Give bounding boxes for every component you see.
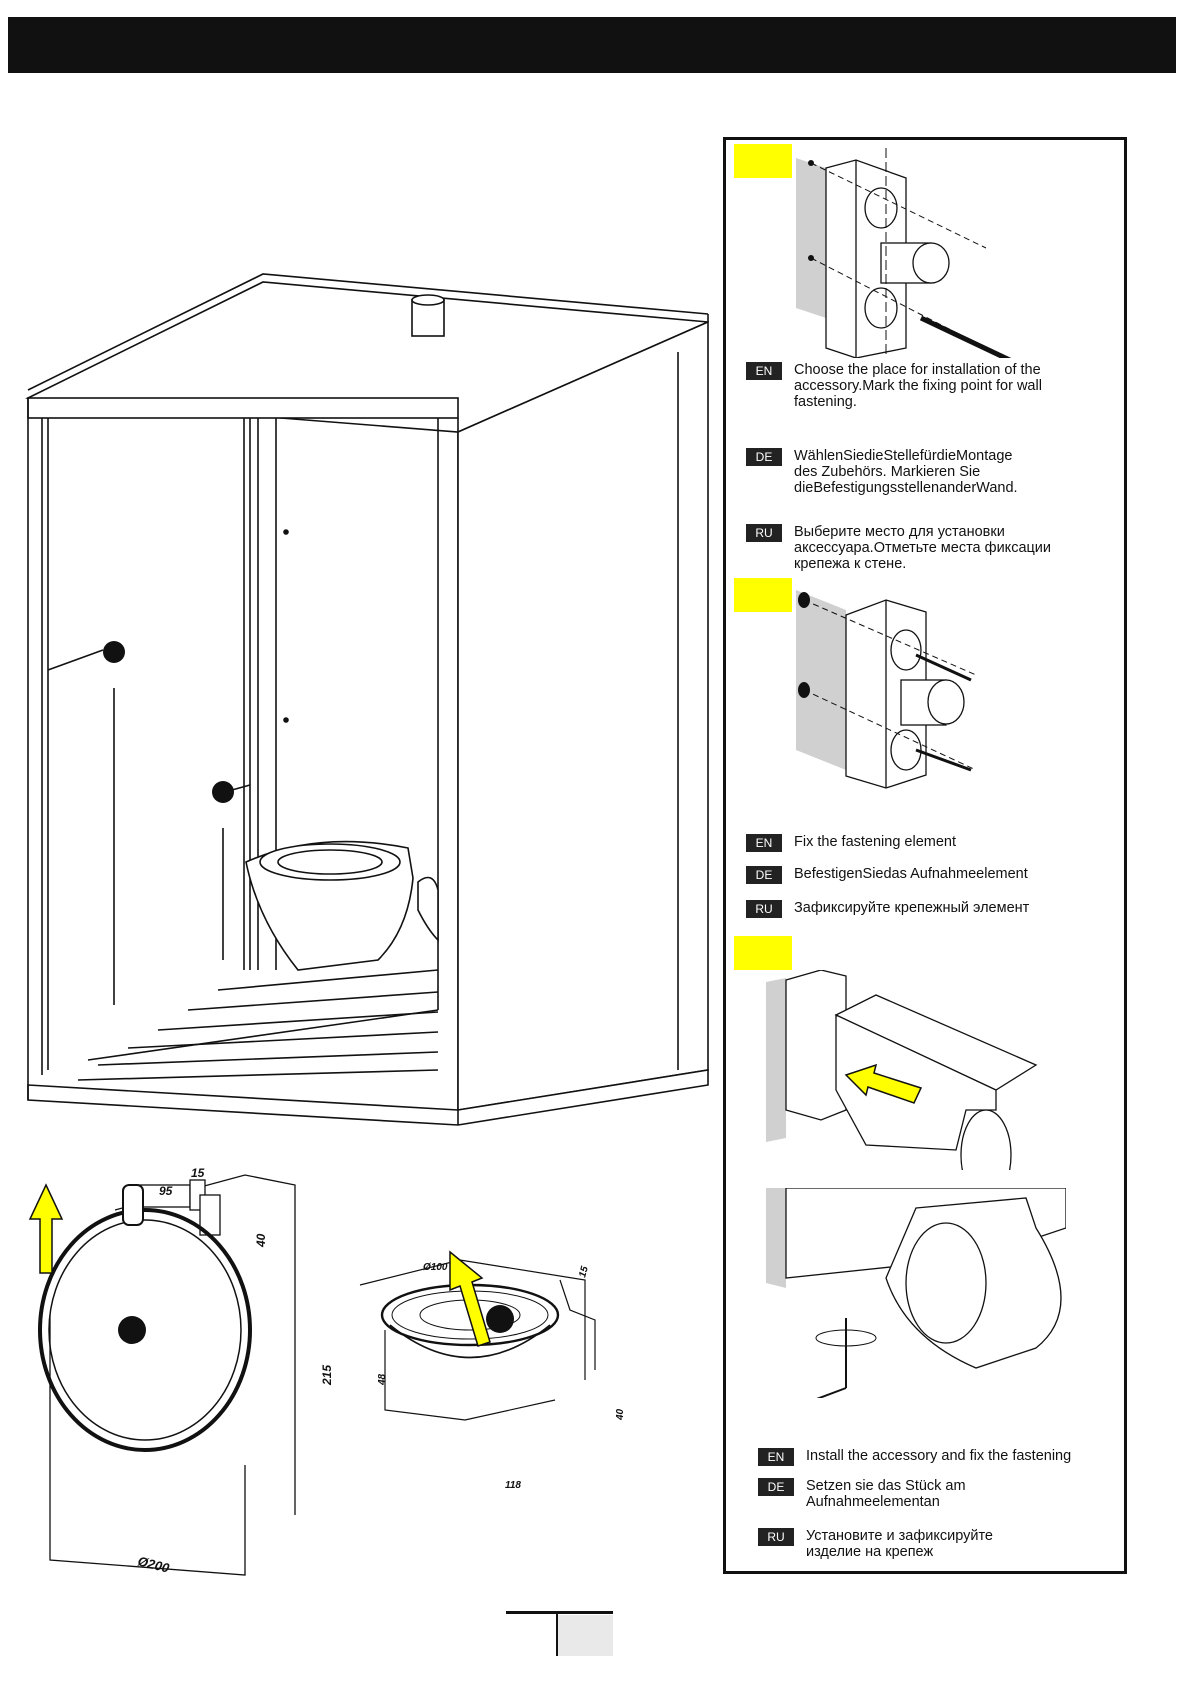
soap-dim-top: 15	[577, 1265, 591, 1279]
step-2-de-text: BefestigenSiedas Aufnahmeelement	[794, 866, 1028, 882]
step-1-de-text: WählenSiedieStellefürdieMontage des Zube…	[794, 448, 1018, 496]
step-2-en: EN Fix the fastening element	[746, 834, 956, 852]
ring-dim-diameter: Ø200	[136, 1553, 171, 1575]
step-1-en: EN Choose the place for installation of …	[746, 362, 1042, 410]
lang-badge-en: EN	[746, 362, 782, 380]
step-3-de: DE Setzen sie das Stück am Aufnahmeeleme…	[758, 1478, 966, 1510]
step-2-ru: RU Зафиксируйте крепежный элемент	[746, 900, 1029, 918]
step-3-en-text: Install the accessory and fix the fasten…	[806, 1448, 1072, 1464]
lang-badge-de: DE	[758, 1478, 794, 1496]
lang-badge-de: DE	[746, 866, 782, 884]
step-2-en-text: Fix the fastening element	[794, 834, 957, 850]
lang-badge-ru: RU	[746, 524, 782, 542]
lang-badge-ru: RU	[758, 1528, 794, 1546]
step-1-ru: RU Выберите место для установки аксессуа…	[746, 524, 1051, 572]
step-3-ru: RU Установите и зафиксируйте изделие на …	[758, 1528, 993, 1560]
step-1-figure	[796, 148, 1012, 358]
step-3-de-text: Setzen sie das Stück am Aufnahmeelementa…	[806, 1478, 966, 1510]
step-2-de: DE BefestigenSiedas Aufnahmeelement	[746, 866, 1028, 884]
step-3-marker	[734, 936, 792, 970]
lang-badge-en: EN	[758, 1448, 794, 1466]
instruction-panel: EN Choose the place for installation of …	[723, 137, 1127, 1574]
soap-dim-right: 40	[615, 1408, 626, 1421]
soap-dim-bottom: 118	[505, 1480, 521, 1491]
step-1-en-text: Choose the place for installation of the…	[794, 362, 1042, 410]
soap-dim-left: 48	[377, 1373, 388, 1386]
ring-dim-height: 215	[320, 1365, 334, 1386]
step-2-figure	[796, 590, 977, 789]
step-3-en: EN Install the accessory and fix the fas…	[758, 1448, 1071, 1466]
shower-cabin-illustration	[25, 273, 709, 1126]
ring-dim-depth: 40	[254, 1233, 268, 1248]
lang-badge-en: EN	[746, 834, 782, 852]
ring-dim-width: 95	[159, 1184, 173, 1198]
step-1-de: DE WählenSiedieStellefürdieMontage des Z…	[746, 448, 1018, 496]
ring-dim-top: 15	[191, 1166, 205, 1180]
header-bar	[8, 17, 1176, 73]
step-2-ru-text: Зафиксируйте крепежный элемент	[794, 900, 1030, 916]
step-3-ru-text: Установите и зафиксируйте изделие на кре…	[806, 1528, 993, 1560]
step-2-marker	[734, 578, 792, 612]
towel-ring-illustration: 15 95 40 215 Ø200	[38, 1166, 334, 1576]
soap-dim-diameter: Ø100	[423, 1262, 448, 1273]
step-3-figure-b	[766, 1188, 1066, 1398]
up-arrow-icon	[449, 1250, 491, 1347]
lang-badge-de: DE	[746, 448, 782, 466]
lang-badge-ru: RU	[746, 900, 782, 918]
step-1-marker	[734, 144, 792, 178]
up-arrow-icon	[28, 1183, 64, 1274]
step-1-ru-text: Выберите место для установки аксессуара.…	[794, 524, 1052, 572]
step-3-figure-a	[766, 970, 1038, 1170]
page-number-box	[506, 1611, 613, 1656]
